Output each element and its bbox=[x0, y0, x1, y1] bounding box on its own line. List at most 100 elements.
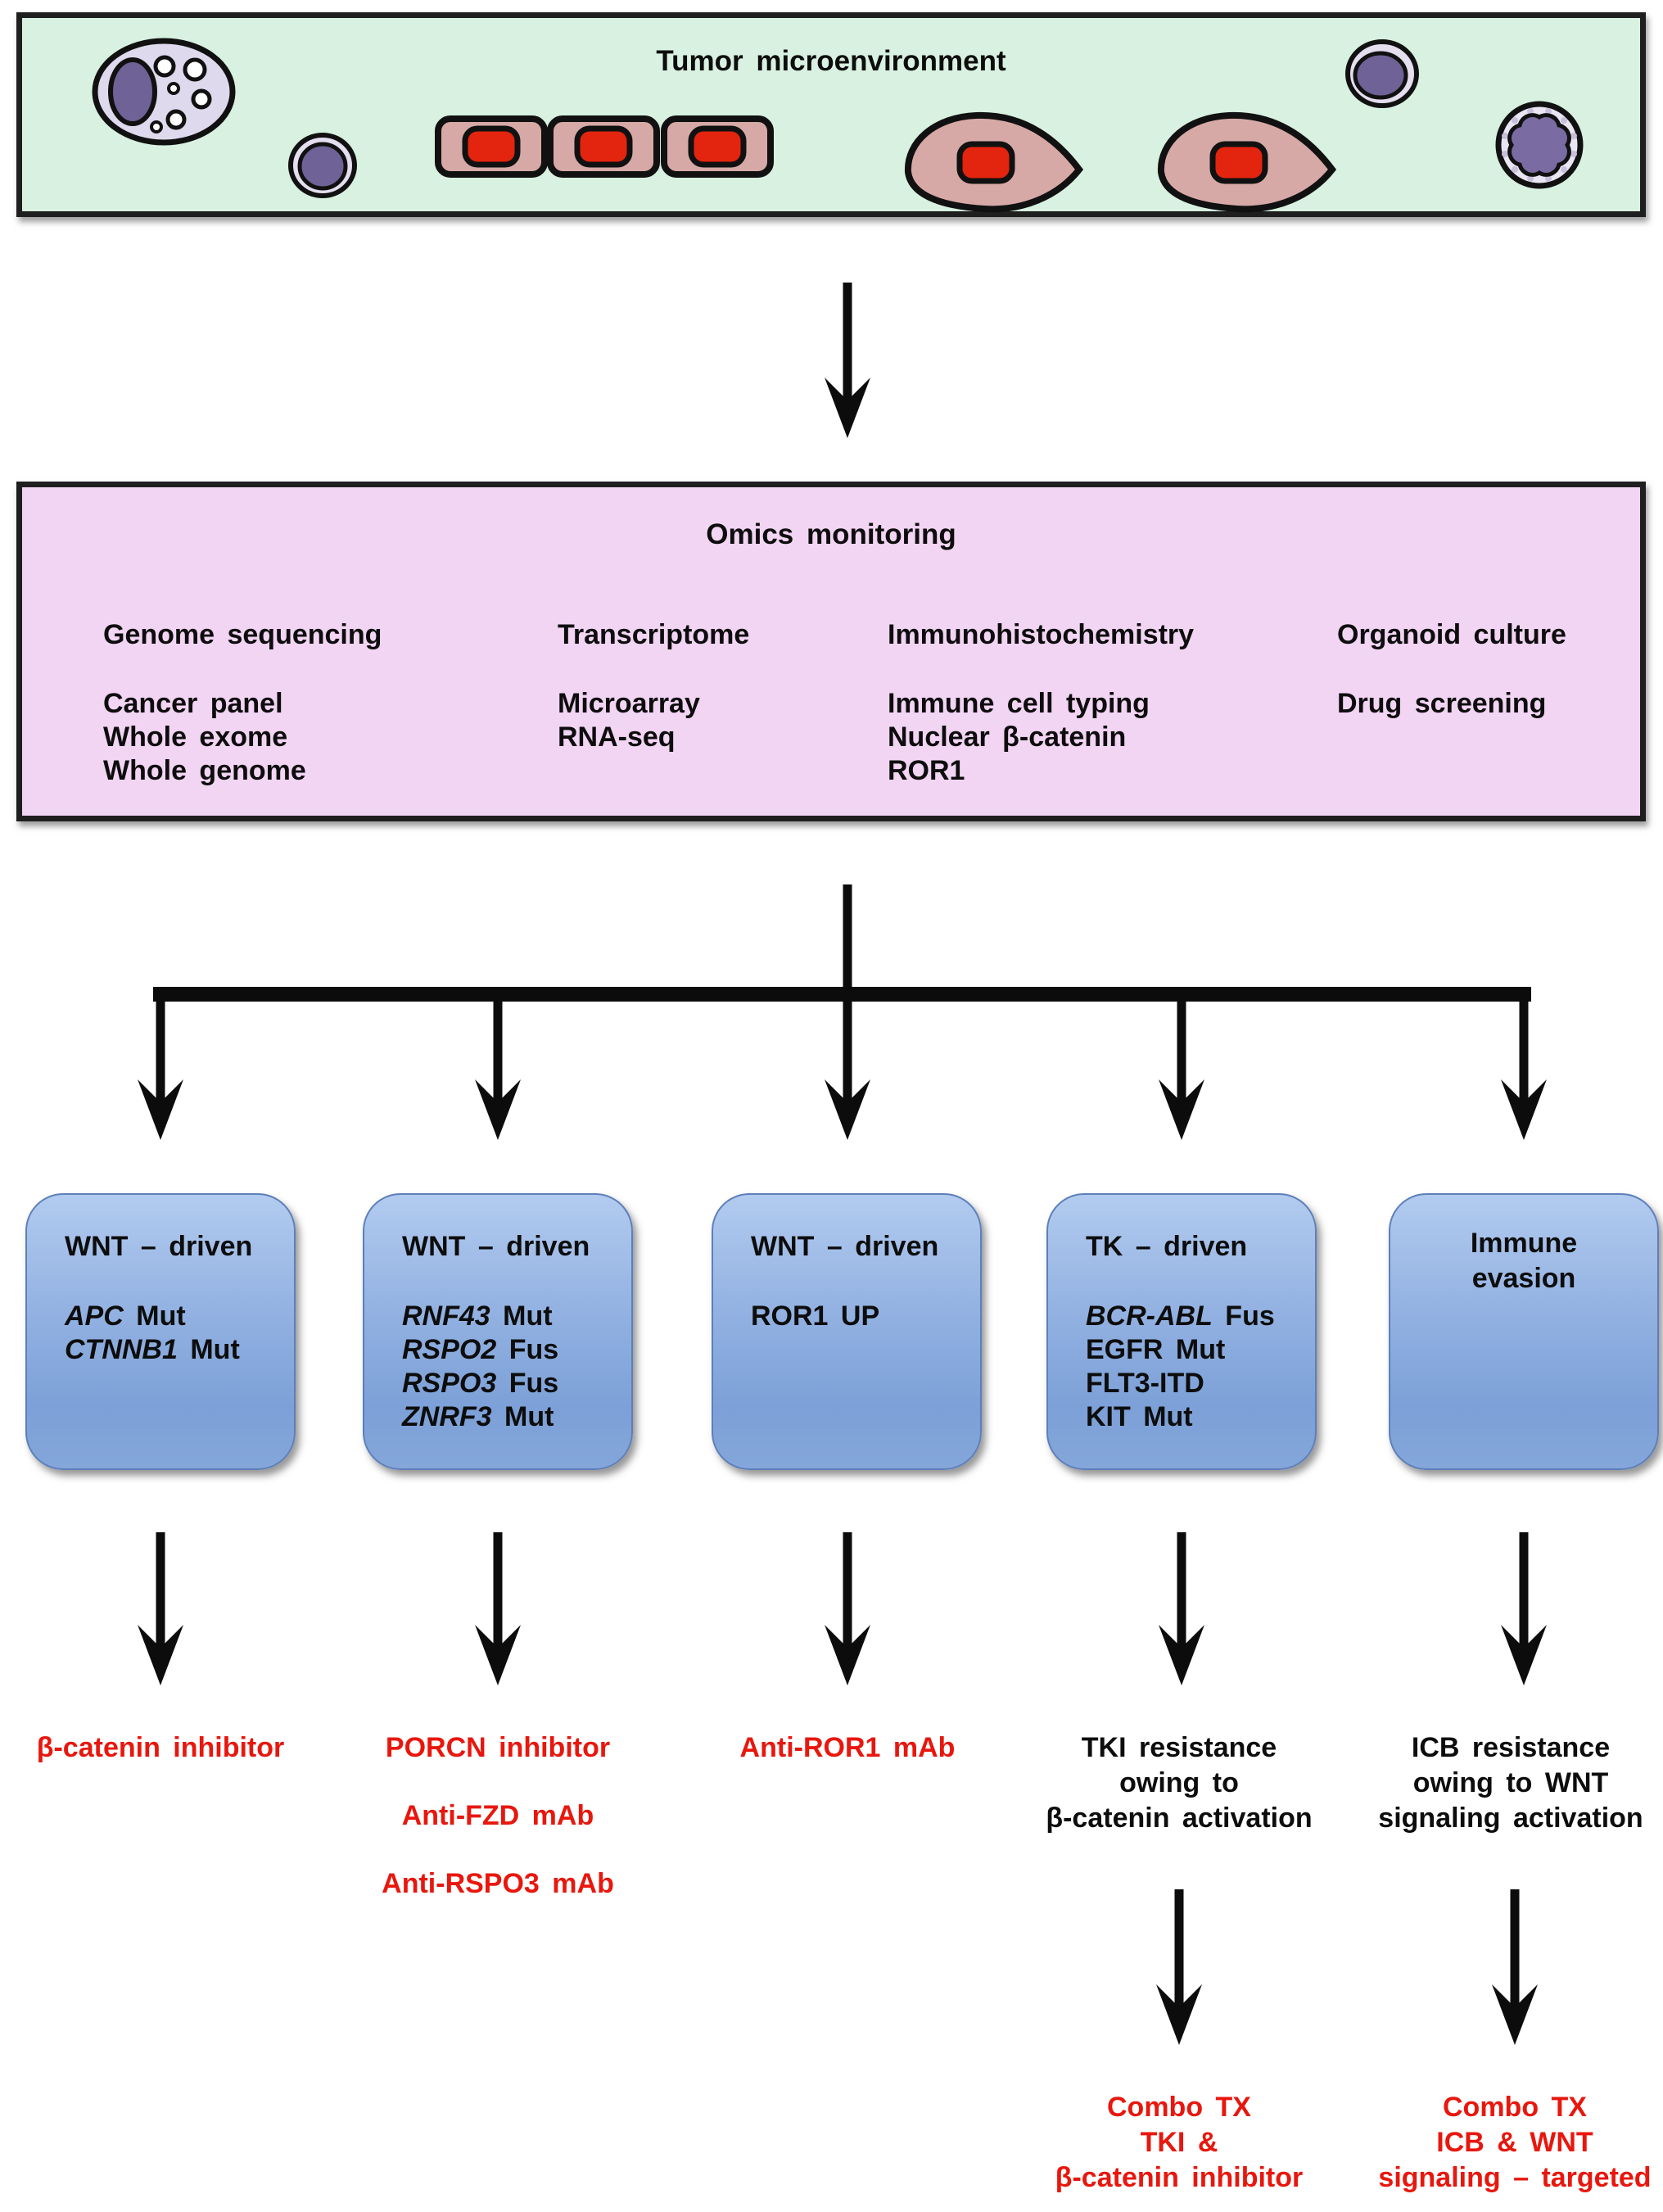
text-line: Whole exome bbox=[103, 722, 288, 753]
subtype-arrow-5 bbox=[1501, 1532, 1547, 1685]
icb-resistance-note: ICB resistance owing to WNT signaling acti… bbox=[1314, 1730, 1663, 1836]
subtype-header: TK – driven bbox=[1086, 1231, 1248, 1262]
text-line: CTNNB1 Mut bbox=[65, 1333, 240, 1367]
gene-suffix: Mut bbox=[123, 1301, 186, 1332]
text-line: EGFR Mut bbox=[1086, 1334, 1226, 1365]
gene-suffix: Mut bbox=[490, 1301, 553, 1332]
subtype-header: WNT – driven bbox=[402, 1231, 590, 1262]
text-line: Nuclear β-catenin bbox=[888, 722, 1127, 753]
text-line: Combo TX bbox=[1107, 2092, 1251, 2123]
text-line: Drug screening bbox=[1337, 688, 1547, 719]
text-line: ROR1 UP bbox=[751, 1301, 880, 1332]
text-line: Anti-RSPO3 mAb bbox=[382, 1868, 614, 1899]
gene-suffix: Mut bbox=[491, 1401, 554, 1432]
branch-arrow-3 bbox=[825, 988, 870, 1140]
omics-column-header: Organoid culture bbox=[1337, 619, 1566, 650]
lymphocyte-cell bbox=[1345, 39, 1419, 108]
text-line: Whole genome bbox=[103, 755, 306, 786]
subtype-items: ROR1 UP bbox=[751, 1300, 879, 1333]
text-line: signaling activation bbox=[1378, 1803, 1643, 1834]
subtype-header: WNT – driven bbox=[65, 1231, 253, 1262]
subtype-box-wnt-ror1: WNT – driven ROR1 UP bbox=[712, 1193, 982, 1470]
omics-column-header: Immunohistochemistry bbox=[888, 619, 1195, 650]
gene-name: RSPO2 bbox=[402, 1334, 497, 1365]
outcome-combo-tki: Combo TX TKI & β-catenin inhibitor bbox=[978, 2090, 1380, 2196]
text-line: RSPO2 Fus bbox=[402, 1333, 558, 1367]
tumor-box-title: Tumor microenvironment bbox=[656, 45, 1006, 77]
text-line: TKI & bbox=[1140, 2127, 1218, 2158]
invasive-tumor-cell bbox=[904, 111, 1084, 213]
combo-arrow-5 bbox=[1492, 1889, 1538, 2045]
subtype-box-immune-evasion: Immune evasion bbox=[1389, 1193, 1659, 1470]
cells-illustration bbox=[92, 38, 1584, 217]
text-line: PORCN inhibitor bbox=[385, 1732, 611, 1763]
text-line: RNF43 Mut bbox=[402, 1300, 558, 1333]
epithelial-tumor-cells bbox=[435, 115, 774, 178]
gene-name: CTNNB1 bbox=[65, 1334, 178, 1365]
text-line: Microarray bbox=[558, 688, 700, 719]
subtype-header: WNT – driven bbox=[751, 1231, 939, 1262]
text-line: ROR1 bbox=[888, 755, 965, 786]
subtype-arrow-3 bbox=[825, 1532, 870, 1685]
epithelial-tumor-cell bbox=[547, 115, 660, 178]
text-line: β-catenin inhibitor bbox=[1055, 2162, 1304, 2193]
macrophage-cell bbox=[92, 38, 236, 146]
text-line: ICB & WNT bbox=[1436, 2127, 1593, 2158]
text-line: Combo TX bbox=[1443, 2092, 1587, 2123]
gene-name: BCR-ABL bbox=[1086, 1301, 1213, 1332]
lymphocyte-cell bbox=[288, 133, 357, 198]
text-line: signaling – targeted bbox=[1378, 2162, 1652, 2193]
omics-column-header: Transcriptome bbox=[558, 619, 750, 650]
text-line: ICB resistance bbox=[1411, 1732, 1611, 1763]
gene-name: APC bbox=[65, 1301, 124, 1332]
branch-connector bbox=[153, 884, 1531, 1002]
omics-column-header: Genome sequencing bbox=[103, 619, 382, 650]
combo-arrow-4 bbox=[1156, 1889, 1202, 2045]
gene-suffix: Fus bbox=[496, 1368, 559, 1399]
omics-box-title: Omics monitoring bbox=[706, 518, 956, 550]
gene-name: RSPO3 bbox=[402, 1368, 497, 1399]
omics-column-items: Drug screening bbox=[1337, 687, 1546, 721]
text-line: owing to WNT bbox=[1412, 1767, 1609, 1798]
epithelial-tumor-cell bbox=[435, 115, 548, 178]
granulocyte-cell bbox=[1495, 101, 1584, 189]
text-line: RSPO3 Fus bbox=[402, 1367, 558, 1400]
text-line: FLT3-ITD bbox=[1086, 1368, 1204, 1399]
text-line: TKI resistance bbox=[1081, 1732, 1277, 1763]
arrow-tumor-to-omics bbox=[825, 283, 870, 438]
text-line: BCR-ABL Fus bbox=[1086, 1300, 1275, 1333]
tumor-microenvironment-box: Tumor microenvironment bbox=[16, 12, 1646, 217]
text-line: Anti-ROR1 mAb bbox=[739, 1732, 956, 1763]
text-line: owing to bbox=[1119, 1767, 1239, 1798]
treatment-anti-ror1-mab: Anti-ROR1 mAb bbox=[651, 1730, 1044, 1766]
subtype-header: Immune evasion bbox=[1470, 1228, 1578, 1294]
text-line: β-catenin inhibitor bbox=[36, 1732, 285, 1763]
text-line: Immune cell typing bbox=[888, 688, 1150, 719]
text-line: RNA-seq bbox=[558, 722, 676, 753]
gene-suffix: Fus bbox=[1212, 1301, 1275, 1332]
branch-arrow-5 bbox=[1501, 988, 1547, 1140]
gene-suffix: Fus bbox=[496, 1334, 559, 1365]
text-line: Cancer panel bbox=[103, 688, 283, 719]
text-line: ZNRF3 Mut bbox=[402, 1400, 558, 1434]
gene-name: ZNRF3 bbox=[402, 1401, 492, 1432]
branch-arrow-4 bbox=[1159, 988, 1204, 1140]
text-line: KIT Mut bbox=[1086, 1401, 1193, 1432]
invasive-tumor-cell bbox=[1161, 115, 1332, 209]
subtype-arrow-4 bbox=[1159, 1532, 1204, 1685]
subtype-arrow-2 bbox=[475, 1532, 521, 1685]
gene-name: RNF43 bbox=[402, 1301, 490, 1332]
outcome-combo-icb: Combo TX ICB & WNT signaling – targeted bbox=[1314, 2090, 1663, 2196]
subtype-arrow-1 bbox=[138, 1532, 183, 1685]
